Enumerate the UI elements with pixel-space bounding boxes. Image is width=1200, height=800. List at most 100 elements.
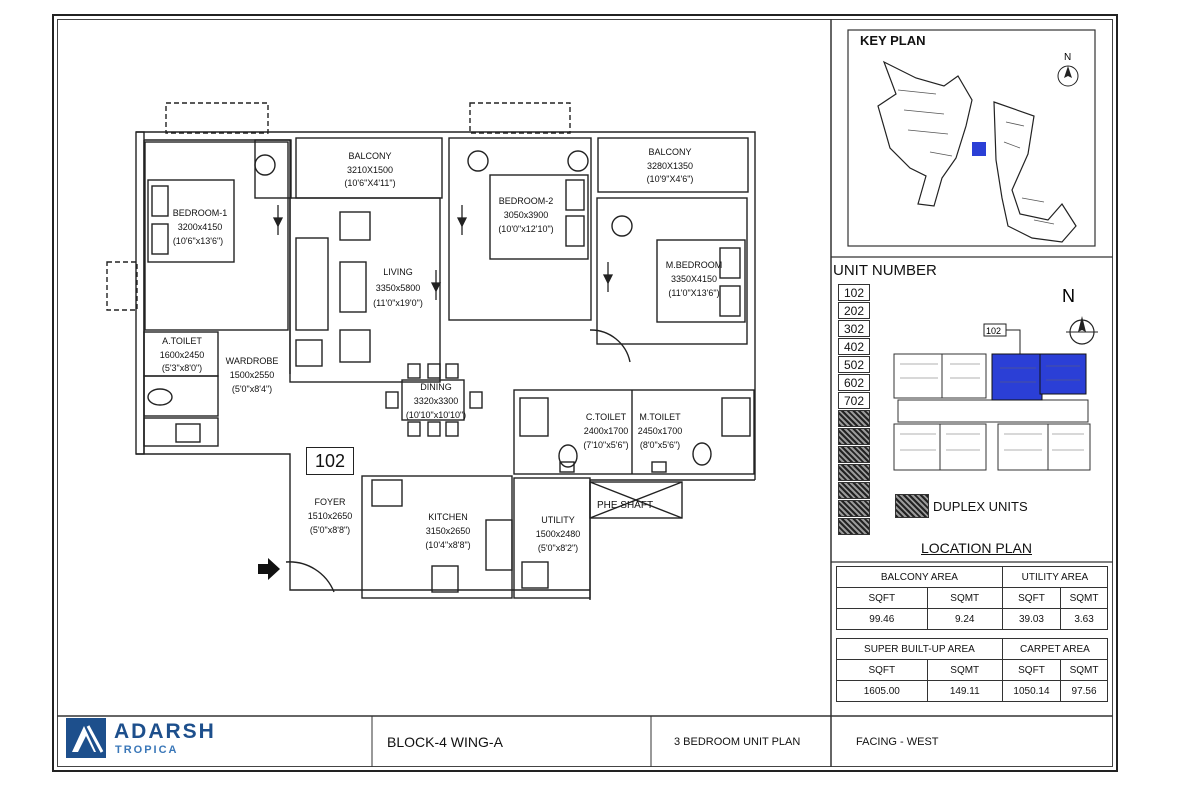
location-callout-label: 102 xyxy=(986,326,1001,336)
facing-label: FACING - WEST xyxy=(856,736,939,748)
room-size: 3050x3900 xyxy=(504,210,549,220)
room-size-ft: (11'0"x19'0") xyxy=(373,298,423,308)
room-label: DINING xyxy=(420,382,452,392)
room-size: 2400x1700 xyxy=(584,426,629,436)
unit-header: SQMT xyxy=(926,659,1003,681)
room-size: 3350X4150 xyxy=(671,274,717,284)
unit-number-cell: 402 xyxy=(838,338,870,355)
area-value: 1050.14 xyxy=(1001,680,1062,702)
area-value: 9.24 xyxy=(926,608,1003,630)
unit-header: SQMT xyxy=(1060,587,1108,609)
duplex-unit-cell xyxy=(838,446,870,463)
location-north-label: N xyxy=(1062,286,1075,306)
room-size-ft: (5'0"x8'8") xyxy=(310,525,350,535)
drawing-sheet-inner-border xyxy=(57,19,1113,767)
duplex-unit-cell xyxy=(838,482,870,499)
duplex-legend-swatch xyxy=(895,494,929,518)
unit-number-tag: 102 xyxy=(306,447,354,475)
room-label: KITCHEN xyxy=(428,512,468,522)
room-size-ft: (11'0"X13'6") xyxy=(668,288,719,298)
room-size: 3150x2650 xyxy=(426,526,471,536)
room-label: BALCONY xyxy=(348,151,391,161)
unit-header: SQMT xyxy=(1060,659,1108,681)
block-wing-label: BLOCK-4 WING-A xyxy=(387,734,503,750)
area-value: 39.03 xyxy=(1001,608,1062,630)
room-label: A.TOILET xyxy=(162,336,202,346)
room-label: BEDROOM-2 xyxy=(499,196,554,206)
area-header: BALCONY AREA xyxy=(836,566,1003,588)
room-size: 3210X1500 xyxy=(347,165,393,175)
room-label: FOYER xyxy=(314,497,346,507)
key-plan-title: KEY PLAN xyxy=(860,33,926,48)
room-size: 1510x2650 xyxy=(308,511,353,521)
unit-header: SQFT xyxy=(1001,587,1062,609)
area-value: 1605.00 xyxy=(836,680,928,702)
unit-number-list: 102 202 302 402 502 602 702 xyxy=(838,284,870,536)
room-size: 3280X1350 xyxy=(647,161,693,171)
room-label: M.BEDROOM xyxy=(666,260,723,270)
unit-header: SQMT xyxy=(926,587,1003,609)
room-label: M.TOILET xyxy=(639,412,681,422)
floor-plan: BEDROOM-1 3200x4150 (10'6"x13'6") BALCON… xyxy=(106,102,756,600)
area-header: CARPET AREA xyxy=(1001,638,1109,660)
drawing-sheet-border xyxy=(52,14,1118,772)
unit-number-cell: 702 xyxy=(838,392,870,409)
room-size-ft: (5'0"x8'4") xyxy=(232,384,272,394)
plan-type-label: 3 BEDROOM UNIT PLAN xyxy=(674,736,801,748)
location-plan-drawing: N 102 xyxy=(893,286,1098,471)
room-label: C.TOILET xyxy=(586,412,627,422)
room-label: LIVING xyxy=(383,267,413,277)
duplex-unit-cell xyxy=(838,500,870,517)
duplex-unit-cell xyxy=(838,410,870,427)
location-plan-title: LOCATION PLAN xyxy=(921,540,1032,556)
room-size: 1600x2450 xyxy=(160,350,205,360)
key-plan-drawing: N xyxy=(877,52,1079,243)
duplex-units-label: DUPLEX UNITS xyxy=(933,499,1028,514)
duplex-unit-cell xyxy=(838,464,870,481)
unit-number-cell: 502 xyxy=(838,356,870,373)
unit-header: SQFT xyxy=(836,587,928,609)
room-size: 1500x2550 xyxy=(230,370,275,380)
room-size-ft: (5'0"x8'2") xyxy=(538,543,578,553)
room-size: 3200x4150 xyxy=(178,222,223,232)
duplex-unit-cell xyxy=(838,428,870,445)
room-label: WARDROBE xyxy=(226,356,279,366)
duplex-unit-cell xyxy=(838,518,870,535)
key-plan-north-label: N xyxy=(1064,52,1071,63)
room-label: BEDROOM-1 xyxy=(173,208,228,218)
room-size-ft: (5'3"x8'0") xyxy=(162,363,202,373)
unit-number-title: UNIT NUMBER xyxy=(833,262,937,279)
room-size: 3320x3300 xyxy=(414,396,459,406)
entry-arrow-icon xyxy=(258,558,280,580)
room-size-ft: (10'6"x13'6") xyxy=(173,236,223,246)
brand-name: ADARSH xyxy=(114,720,216,743)
room-size-ft: (8'0"x5'6") xyxy=(640,440,680,450)
area-value: 99.46 xyxy=(836,608,928,630)
room-size-ft: (10'9"X4'6") xyxy=(647,174,694,184)
room-size-ft: (7'10"x5'6") xyxy=(583,440,628,450)
area-header: SUPER BUILT-UP AREA xyxy=(836,638,1003,660)
room-size: 1500x2480 xyxy=(536,529,581,539)
unit-header: SQFT xyxy=(836,659,928,681)
room-size-ft: (10'10"x10'10") xyxy=(406,410,466,420)
unit-number-cell: 102 xyxy=(838,284,870,301)
area-value: 3.63 xyxy=(1060,608,1108,630)
brand-subtitle: TROPICA xyxy=(115,744,179,756)
unit-header: SQFT xyxy=(1001,659,1062,681)
room-size: 2450x1700 xyxy=(638,426,683,436)
room-label: UTILITY xyxy=(541,515,575,525)
unit-number-cell: 202 xyxy=(838,302,870,319)
adarsh-logo-icon xyxy=(66,718,106,758)
unit-number-cell: 602 xyxy=(838,374,870,391)
area-value: 97.56 xyxy=(1060,680,1108,702)
room-size-ft: (10'4"x8'8") xyxy=(425,540,470,550)
area-table: BALCONY AREA UTILITY AREA SQFT SQMT SQFT… xyxy=(836,566,1109,702)
room-size-ft: (10'6"X4'11") xyxy=(344,178,395,188)
room-label: BALCONY xyxy=(648,147,691,157)
area-value: 149.11 xyxy=(926,680,1003,702)
room-size: 3350x5800 xyxy=(376,283,421,293)
phe-shaft-label: PHE SHAFT xyxy=(597,500,653,511)
room-size-ft: (10'0"x12'10") xyxy=(498,224,553,234)
area-header: UTILITY AREA xyxy=(1001,566,1109,588)
